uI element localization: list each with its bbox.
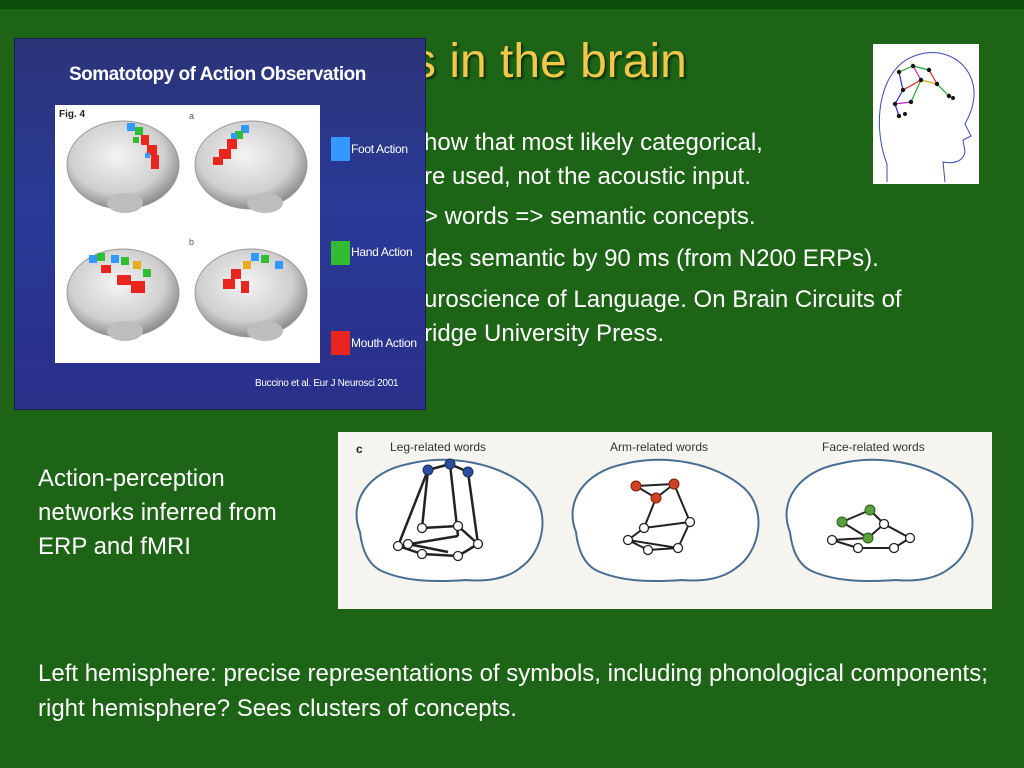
brain-bottom-right (194, 248, 308, 341)
bullet-line-5: uroscience of Language. On Brain Circuit… (424, 286, 902, 313)
head-network-drawing (873, 44, 979, 184)
figure-citation: Buccino et al. Eur J Neurosci 2001 (255, 378, 399, 389)
footer-text: Left hemisphere: precise representations… (38, 660, 988, 722)
somatotopy-figure: Somatotopy of Action Observation Fig. 4 … (14, 38, 426, 410)
panel-label-a: a (189, 111, 195, 121)
top-accent-bar (0, 0, 1024, 9)
legend-label-mouth: Mouth Action (351, 336, 417, 350)
label-leg-words: Leg-related words (390, 440, 487, 454)
legend-swatch-foot (331, 137, 350, 161)
brain-renderings (66, 120, 308, 341)
legend-swatch-hand (331, 241, 350, 265)
label-face-words: Face-related words (822, 440, 925, 454)
network-brains-svg (355, 458, 974, 583)
panel-letter: c (356, 442, 363, 456)
side-caption: Action-perception networks inferred from… (38, 465, 277, 560)
brain-top-left (66, 120, 180, 213)
label-arm-words: Arm-related words (610, 440, 709, 454)
bullet-line-6: ridge University Press. (424, 320, 665, 347)
bullet-line-3: > words => semantic concepts. (424, 203, 756, 230)
action-network-figure: c Leg-related words Arm-related words Fa… (338, 432, 992, 609)
legend-label-hand: Hand Action (351, 245, 413, 259)
brain-bottom-left (66, 248, 180, 341)
somatotopy-title: Somatotopy of Action Observation (69, 64, 366, 85)
bullet-line-1: how that most likely categorical, (424, 129, 763, 156)
bullet-line-2: re used, not the acoustic input. (424, 163, 751, 190)
brain-top-right (194, 120, 308, 213)
slide-title: s in the brain (412, 35, 687, 88)
bullet-line-4: des semantic by 90 ms (from N200 ERPs). (424, 245, 879, 272)
fig-label: Fig. 4 (59, 109, 86, 120)
brain-images-panel: Fig. 4 a b (55, 105, 320, 363)
legend-swatch-mouth (331, 331, 350, 355)
head-network-svg (878, 52, 975, 183)
legend-label-foot: Foot Action (351, 142, 408, 156)
panel-label-b: b (189, 237, 195, 247)
